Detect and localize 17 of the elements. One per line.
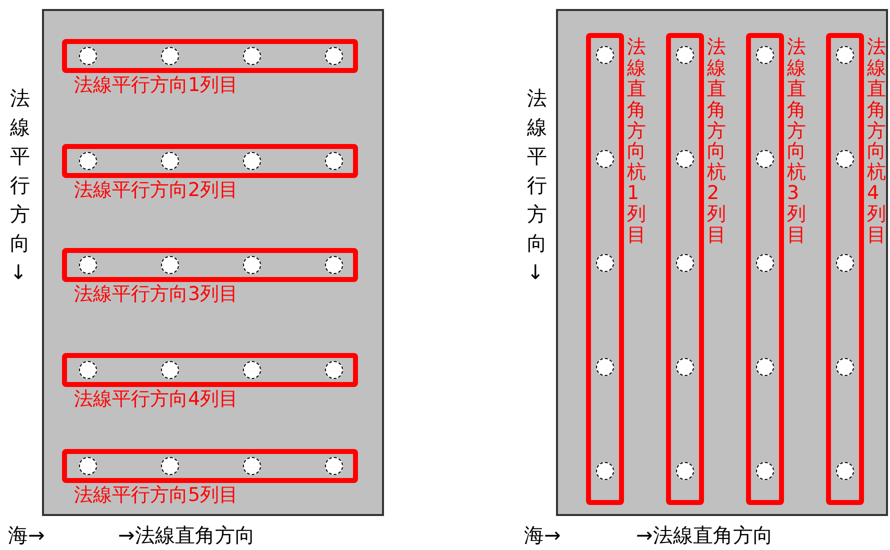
row-label: 法線直角方向杭4列目	[867, 37, 886, 246]
row-label: 法線平行方向5列目	[74, 485, 238, 506]
axis-label: 海→	[8, 522, 45, 549]
row-label: 法線平行方向2列目	[74, 180, 238, 201]
row-label: 法線平行方向4列目	[74, 389, 238, 410]
plan-panel	[42, 9, 384, 516]
direction-label: 法線平行方向↓	[527, 85, 547, 286]
direction-label: 法線平行方向↓	[10, 85, 30, 286]
axis-label: →法線直角方向	[118, 522, 255, 549]
row-label: 法線平行方向3列目	[74, 284, 238, 305]
row-label: 法線直角方向杭1列目	[627, 37, 646, 246]
axis-label: →法線直角方向	[636, 522, 773, 549]
row-label: 法線直角方向杭2列目	[707, 37, 726, 246]
row-label: 法線平行方向1列目	[74, 75, 238, 96]
plan-panel	[556, 9, 888, 516]
row-label: 法線直角方向杭3列目	[787, 37, 806, 246]
axis-label: 海→	[524, 522, 561, 549]
